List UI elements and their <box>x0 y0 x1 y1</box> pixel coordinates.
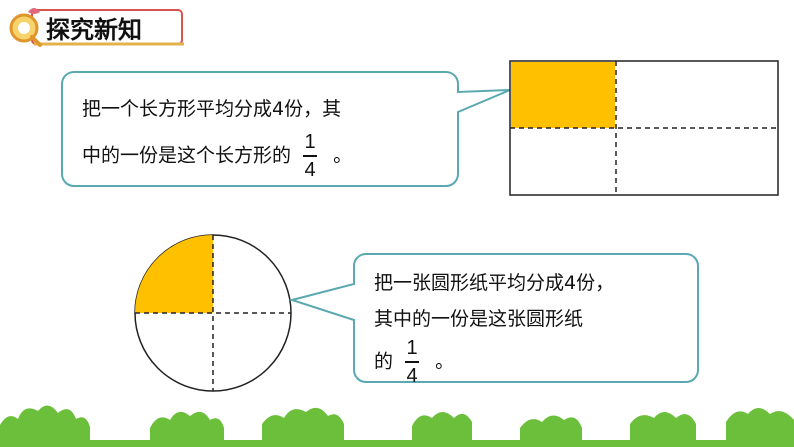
callout-rectangle-line2: 中的一份是这个长方形的 <box>82 145 291 167</box>
bushes-decoration <box>0 405 794 447</box>
callout-rectangle-end: 。 <box>333 145 352 167</box>
fraction-numerator: 1 <box>407 338 418 358</box>
callout-circle-line3-wrap: 的 1 4 。 <box>374 338 614 386</box>
circle-diagram <box>135 235 291 391</box>
fraction-bar <box>405 361 419 363</box>
fraction-denominator: 4 <box>305 160 316 180</box>
fraction-one-fourth: 1 4 <box>303 132 317 180</box>
section-title: 探究新知 <box>46 10 142 45</box>
callout-circle-line3: 的 <box>374 351 393 373</box>
fraction-one-fourth: 1 4 <box>405 338 419 386</box>
callout-circle-end: 。 <box>435 351 454 373</box>
callout-rectangle-text: 把一个长方形平均分成4份，其 中的一份是这个长方形的 1 4 。 <box>82 94 352 180</box>
circle-shaded-quarter <box>135 235 213 313</box>
callout-rectangle-line1: 把一个长方形平均分成4份，其 <box>82 94 352 124</box>
callout-circle-line2: 其中的一份是这张圆形纸 <box>374 304 614 334</box>
rectangle-diagram <box>510 61 778 195</box>
callout-circle-text: 把一张圆形纸平均分成4份， 其中的一份是这张圆形纸 的 1 4 。 <box>374 268 614 386</box>
fraction-bar <box>303 155 317 157</box>
callout-circle-line1: 把一张圆形纸平均分成4份， <box>374 268 614 298</box>
fraction-numerator: 1 <box>305 132 316 152</box>
section-header: 探究新知 <box>6 8 186 48</box>
rectangle-shaded-quarter <box>511 62 615 128</box>
fraction-denominator: 4 <box>407 366 418 386</box>
callout-rectangle-line2-wrap: 中的一份是这个长方形的 1 4 。 <box>82 132 352 180</box>
